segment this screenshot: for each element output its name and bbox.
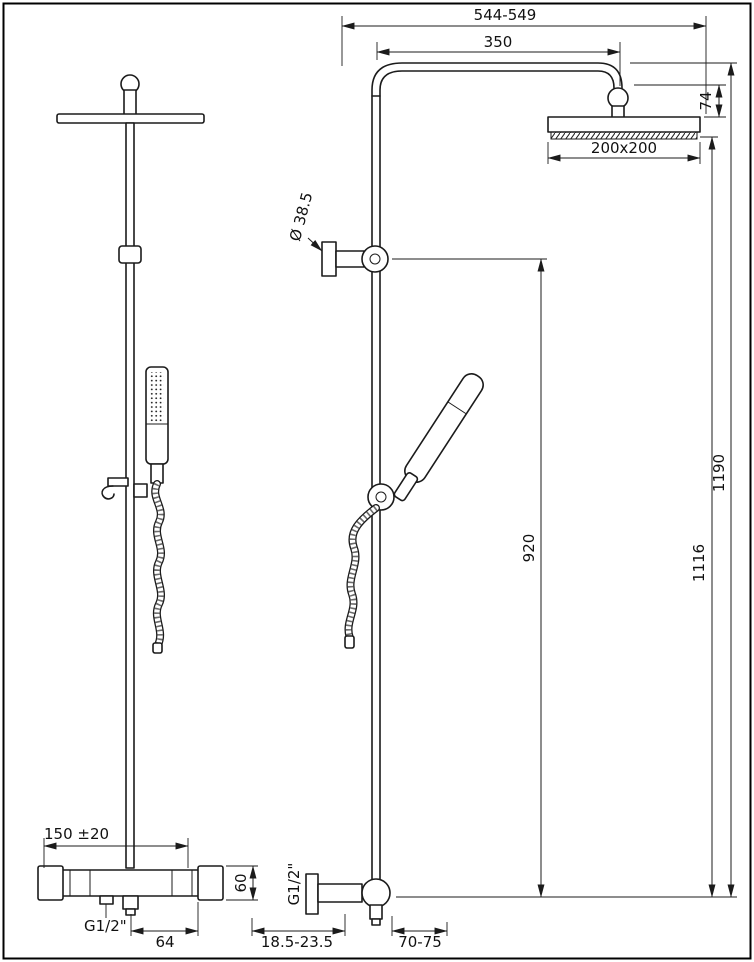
side-wall-plate — [305, 873, 319, 915]
side-hose-end — [344, 635, 355, 649]
dim-head-size: 200x200 — [591, 139, 657, 157]
dim-total-height: 1190 — [710, 454, 728, 492]
dimensions: 544-549 350 74 200x200 Ø 38.5 — [43, 6, 737, 951]
dim-head-drop-lines — [634, 84, 726, 118]
side-hose — [344, 504, 380, 649]
front-riser-pipe — [125, 122, 135, 869]
front-head-stem — [123, 89, 137, 117]
front-mixer-left-handle — [37, 865, 64, 901]
dim-valve-centers: 150 ±20 — [44, 825, 109, 843]
dim-thread-front: G1/2" — [84, 917, 127, 935]
front-hand-shower — [145, 366, 169, 484]
dim-head-drop: 74 — [697, 91, 715, 110]
front-mixer-inlet — [99, 895, 114, 905]
front-hose-end — [152, 642, 163, 654]
dim-top-span-lines — [341, 16, 707, 114]
front-spray-face — [150, 372, 164, 422]
side-mixer-valve — [361, 878, 391, 908]
dim-bracket-dia: Ø 38.5 — [286, 190, 316, 243]
dim-valve-centers-lines — [43, 838, 189, 868]
front-shower-head — [56, 113, 205, 124]
dim-body-depth: 70-75 — [398, 933, 442, 951]
side-shower-arm — [371, 62, 623, 97]
front-mixer-outlet — [122, 895, 139, 910]
dim-head-size-lines — [547, 142, 701, 164]
side-handshower-holder — [367, 483, 395, 511]
dim-arm-offset: 350 — [484, 33, 513, 51]
dim-total-height-lines — [630, 62, 737, 898]
dim-arm-offset-lines — [376, 42, 621, 86]
side-hand-shower — [393, 373, 484, 502]
front-handshower-holder — [133, 483, 148, 498]
dim-head-height: 1116 — [690, 544, 708, 582]
front-hook — [101, 485, 115, 500]
side-spray-face — [550, 131, 698, 140]
side-view — [305, 62, 701, 926]
dim-wall-gap: 18.5-23.5 — [261, 933, 333, 951]
dim-top-span: 544-549 — [474, 6, 537, 24]
dim-bracket-height-lines — [392, 258, 737, 898]
front-mixer-right-handle — [197, 865, 224, 901]
dim-outlet-offset: 64 — [155, 933, 174, 951]
front-mixer — [37, 865, 224, 916]
side-wall-bracket — [321, 241, 389, 277]
side-shower-head — [547, 116, 701, 140]
dim-bracket-height: 920 — [520, 534, 538, 563]
dim-head-height-lines — [700, 136, 718, 898]
side-mixer — [305, 873, 391, 926]
dim-body-depth-lines — [391, 916, 448, 936]
dim-mixer-height: 60 — [232, 873, 250, 892]
front-mixer-body — [61, 869, 201, 897]
side-mixer-outlet — [369, 904, 383, 920]
front-hose — [151, 480, 165, 654]
front-slider-clamp — [118, 245, 142, 264]
dim-mixer-height-lines — [226, 865, 258, 901]
dim-outlet-offset-lines — [130, 902, 199, 936]
dim-bracket-dia-leader — [307, 237, 323, 252]
dim-thread-side: G1/2" — [285, 863, 303, 906]
dim-wall-gap-lines — [251, 914, 346, 936]
front-view — [37, 74, 224, 916]
front-hook-bracket — [107, 477, 129, 487]
side-head-knob — [607, 87, 629, 109]
